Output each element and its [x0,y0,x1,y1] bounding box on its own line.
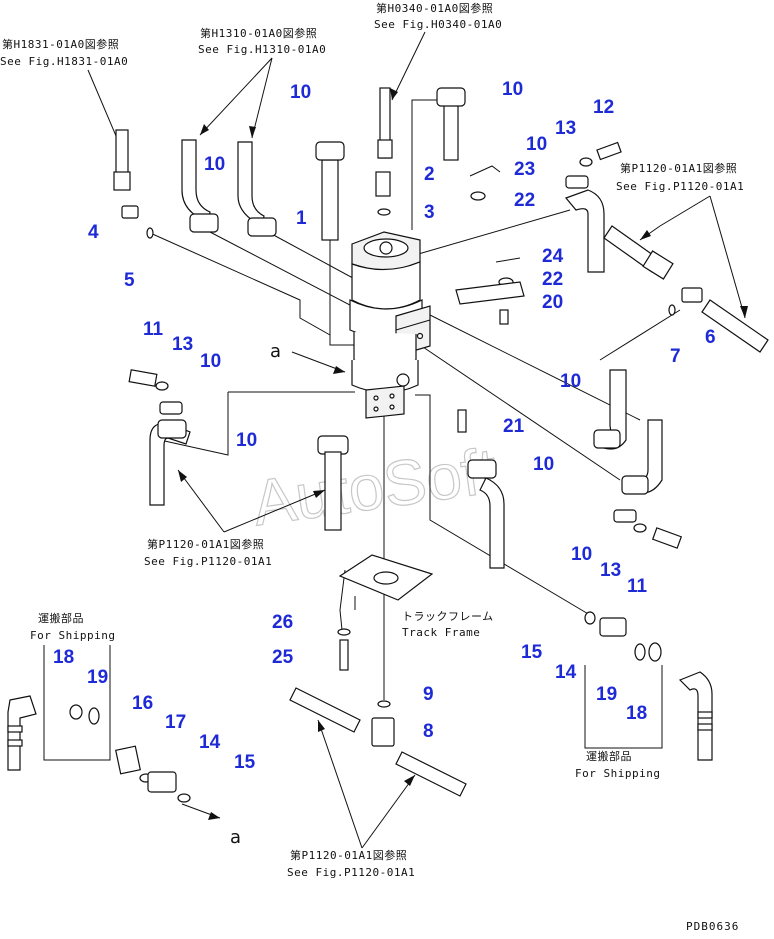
watermark: AutoSoft [248,434,501,539]
callout-number: 25 [272,647,294,668]
view-marker-a: a [270,341,281,362]
callout-number: 13 [600,560,621,581]
reference-ja: 第H0340-01A0図参照 [376,1,493,15]
drawing-code: PDB0636 [686,920,739,933]
callout-number: 14 [555,662,577,683]
callout-number: 22 [514,190,535,211]
callout-number: 5 [124,270,135,291]
callout-number: 11 [627,576,648,597]
callout-number: 19 [87,667,108,688]
callout-number: 7 [670,346,681,367]
leader-lines [87,31,748,849]
reference-note-h1310: 第H1310-01A0図参照 See Fig.H1310-01A0 [198,26,326,56]
reference-note-p1120-right: 第P1120-01A1図参照 See Fig.P1120-01A1 [616,161,744,193]
callout-number: 21 [503,416,525,437]
callout-number: 1 [296,208,307,229]
callout-number: 24 [542,246,564,267]
reference-en: See Fig.H1831-01A0 [0,55,128,68]
callouts: 10 10 10 12 13 10 2 23 3 22 1 4 5 24 22 … [53,79,716,773]
callout-number: 6 [705,327,716,348]
callout-number: 13 [555,118,576,139]
reference-note-h0340: 第H0340-01A0図参照 See Fig.H0340-01A0 [374,1,502,31]
callout-number: 18 [53,647,74,668]
track-frame-label: トラックフレーム Track Frame [402,610,494,639]
track-frame-en: Track Frame [402,626,480,639]
callout-number: 17 [165,712,186,733]
shipping-en: For Shipping [30,629,115,642]
track-frame-ja: トラックフレーム [402,610,494,623]
reference-ja: 第H1831-01A0図参照 [2,37,119,51]
callout-number: 9 [423,684,434,705]
callout-number: 15 [234,752,256,773]
pump-assembly [349,231,431,419]
hoses-and-fittings [7,87,769,803]
callout-number: 10 [236,430,257,451]
callout-number: 14 [199,732,221,753]
callout-number: 10 [502,79,523,100]
callout-number: 26 [272,612,293,633]
callout-number: 10 [200,351,221,372]
shipping-label-right: 運搬部品 For Shipping [575,749,660,780]
callout-number: 3 [424,202,435,223]
callout-number: 10 [526,134,547,155]
callout-number: 13 [172,334,193,355]
reference-ja: 第P1120-01A1図参照 [290,848,407,862]
reference-note-p1120-bottom: 第P1120-01A1図参照 See Fig.P1120-01A1 [287,848,415,879]
callout-number: 10 [571,544,592,565]
callout-number: 20 [542,292,563,313]
reference-ja: 第H1310-01A0図参照 [200,26,317,40]
callout-number: 2 [424,164,435,185]
reference-en: See Fig.P1120-01A1 [287,866,415,879]
callout-number: 11 [143,319,164,340]
reference-en: See Fig.H0340-01A0 [374,18,502,31]
callout-number: 10 [204,154,225,175]
callout-number: 12 [593,97,614,118]
view-marker-a: a [230,827,241,848]
reference-note-p1120-left: 第P1120-01A1図参照 See Fig.P1120-01A1 [144,537,272,568]
reference-en: See Fig.P1120-01A1 [144,555,272,568]
reference-en: See Fig.H1310-01A0 [198,43,326,56]
callout-number: 10 [533,454,554,475]
callout-number: 15 [521,642,543,663]
reference-note-h1831: 第H1831-01A0図参照 See Fig.H1831-01A0 [0,37,128,68]
reference-ja: 第P1120-01A1図参照 [147,537,264,551]
callout-number: 10 [560,371,581,392]
callout-number: 10 [290,82,311,103]
shipping-en: For Shipping [575,767,660,780]
callout-number: 23 [514,159,535,180]
callout-number: 18 [626,703,647,724]
shipping-ja: 運搬部品 [38,611,84,625]
callout-number: 22 [542,269,563,290]
callout-number: 8 [423,721,434,742]
callout-number: 19 [596,684,617,705]
reference-en: See Fig.P1120-01A1 [616,180,744,193]
reference-ja: 第P1120-01A1図参照 [620,161,737,175]
callout-number: 4 [88,222,99,243]
callout-number: 16 [132,693,153,714]
shipping-label-left: 運搬部品 For Shipping [30,611,115,642]
shipping-ja: 運搬部品 [586,749,632,763]
